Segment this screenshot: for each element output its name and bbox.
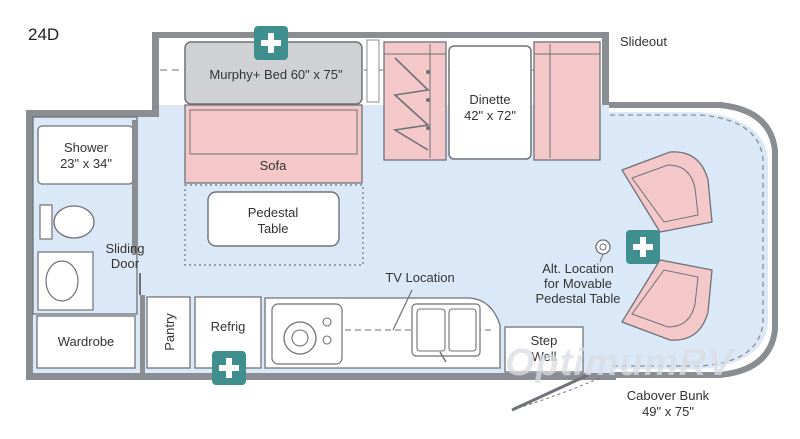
shower-size: 23" x 34" [60, 156, 112, 171]
murphy-bed: Murphy+ Bed 60" x 75" [184, 41, 363, 105]
pedestal-base [595, 239, 611, 255]
dinette: Dinette 42" x 72" [383, 41, 601, 161]
bed-side-cabinet [366, 39, 380, 103]
plus-icon [254, 26, 288, 60]
plus-icon [626, 230, 660, 264]
sliding-door-label-2: Door [111, 256, 140, 271]
alt-location-label-2: for Movable [544, 276, 612, 291]
lounge-area [184, 184, 364, 266]
sliding-door-label-1: Sliding [105, 241, 144, 256]
galley-counter [264, 289, 501, 369]
dinette-label: Dinette [469, 92, 510, 107]
exterior-walls [26, 32, 778, 380]
wardrobe: Wardrobe [36, 315, 136, 369]
model-label: 24D [28, 25, 59, 44]
pedestal-table-label-2: Table [257, 221, 288, 236]
cab-seat-bottom [621, 259, 713, 341]
step-well-label-1: Step [531, 333, 558, 348]
cabover-outline [610, 114, 764, 367]
slideout-label: Slideout [620, 34, 667, 49]
cab-seat-top [621, 151, 713, 233]
watermark: OptimumRV [505, 342, 735, 384]
murphy-bed-label: Murphy+ Bed 60" x 75" [209, 67, 343, 82]
alt-location-label-1: Alt. Location [542, 261, 614, 276]
plus-icon [212, 351, 246, 385]
entry-door [511, 373, 601, 412]
alt-location-label-3: Pedestal Table [535, 291, 620, 306]
bathroom: Shower 23" x 34" [32, 116, 138, 315]
tv-location-label: TV Location [385, 270, 454, 285]
pedestal-table: Pedestal Table [207, 191, 340, 247]
pedestal-table-label-1: Pedestal [248, 205, 299, 220]
sofa-label: Sofa [260, 158, 288, 173]
step-well-label-2: Well [531, 349, 556, 364]
pantry: Pantry [146, 296, 191, 369]
step-well: Step Well [504, 326, 584, 373]
dinette-size: 42" x 72" [464, 108, 516, 123]
toilet [53, 205, 95, 239]
cabover-size: 49" x 75" [642, 404, 694, 419]
wardrobe-label: Wardrobe [58, 334, 115, 349]
sofa: Sofa [184, 104, 363, 184]
pantry-label: Pantry [162, 313, 177, 351]
shower-label: Shower [64, 140, 109, 155]
refrig-label: Refrig [211, 319, 246, 334]
galley-sink [411, 303, 481, 357]
cabover-label: Cabover Bunk [627, 388, 710, 403]
